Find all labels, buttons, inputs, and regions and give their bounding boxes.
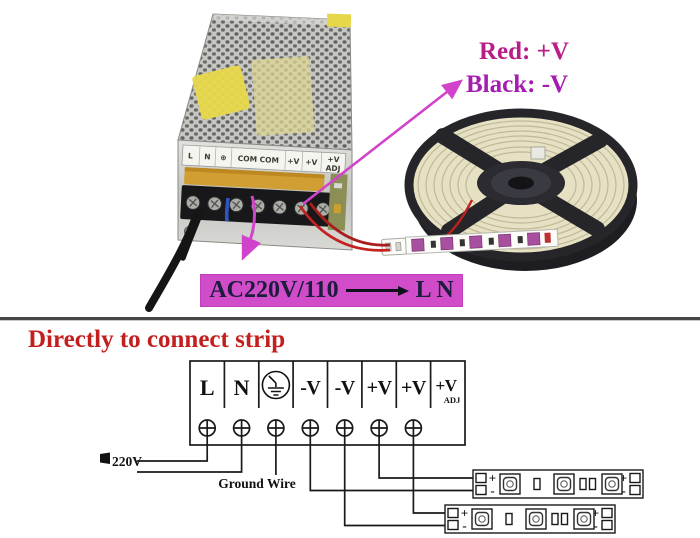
psu-label-com: COM COM: [237, 154, 279, 165]
pcb-component: [333, 182, 343, 189]
screw-terminal-icon: [232, 419, 251, 437]
resistor-icon: [551, 512, 559, 526]
psu-label-n: N: [204, 152, 211, 161]
red-wire-annotation: Red: +V: [479, 38, 569, 65]
smd-led-icon: [499, 473, 521, 495]
terminal-cell-dividers: [223, 361, 432, 408]
led-strip-segment: [381, 228, 559, 256]
psu-label-plus-v-1: +V: [287, 156, 300, 166]
terminal-label-l: L: [200, 375, 215, 400]
psu-inner-label: [251, 56, 315, 136]
earth-ground-icon: [261, 370, 291, 400]
resistor-icon: [560, 512, 569, 526]
strip-leds: [411, 232, 541, 252]
input-220v-label: 220V: [112, 454, 142, 469]
power-supply-unit: L N ⊕ COM COM +V +V +V ADJ: [177, 13, 353, 251]
screw-terminal-icon: [335, 419, 354, 437]
right-arrow-icon: [345, 285, 409, 296]
psu-warranty-sticker: [192, 65, 250, 120]
blue-wire: [224, 197, 230, 222]
psu-label-adj: ADJ: [325, 163, 340, 173]
resistor-icon: [505, 512, 513, 526]
pad-minus-label: -: [462, 518, 466, 533]
terminal-label-plus-v-1: +V: [367, 377, 393, 399]
screw-terminal-icon: [198, 419, 217, 437]
wire-minus-v-strip1: [309, 436, 473, 492]
psu-label-plus-v-2: +V: [305, 157, 318, 167]
red-dc-wire-2: [308, 202, 391, 247]
pad-minus-label: -: [621, 483, 625, 498]
ac-input-label-box: AC220V/110 L N: [200, 274, 463, 307]
section-divider: [0, 317, 700, 321]
pad-minus-label: -: [593, 518, 597, 533]
pad-plus-label: +: [489, 471, 496, 486]
psu-pcb-edge: [327, 173, 348, 231]
connector-pin: [395, 242, 402, 251]
ac-power-cable-2: [180, 209, 204, 261]
screw-terminal-icon: [301, 419, 320, 437]
wire-live: [137, 436, 209, 462]
terminal-label-plus-v-adj: +V: [436, 376, 458, 395]
wire-minus-v-strip2: [343, 436, 445, 527]
psu-terminal-label-strip: L N ⊕ COM COM +V +V +V ADJ: [181, 144, 347, 174]
led-strip-2: + - + -: [444, 504, 616, 534]
ac-input-text: AC220V/110: [209, 277, 339, 303]
ac-power-cable: [145, 210, 201, 312]
pad-plus-label: +: [620, 471, 627, 486]
wire-plus-v-strip2: [412, 436, 445, 514]
wire-neutral: [137, 436, 243, 473]
wiring-diagram: L N -V -V +V +V +V ADJ 220V: [100, 360, 644, 534]
photo-section: L N ⊕ COM COM +V +V +V ADJ: [145, 13, 638, 312]
terminal-label-n: N: [234, 375, 250, 400]
reel-hub-hole: [508, 176, 534, 190]
smd-led-icon: [601, 473, 623, 495]
psu-label-plus-v-adj: +V: [327, 155, 340, 165]
screw-terminal-icon: [267, 419, 285, 437]
psu-label-ground-icon: ⊕: [220, 153, 227, 162]
plug-icon: [100, 452, 110, 464]
ac-terminals-text: L N: [415, 277, 454, 303]
terminal-label-plus-v-2: +V: [401, 377, 427, 399]
terminal-label-adj: ADJ: [444, 395, 461, 405]
strip-resistors: [430, 236, 523, 248]
pad-plus-label: +: [461, 506, 468, 521]
black-wire-annotation: Black: -V: [466, 71, 569, 98]
screw-terminal-icon: [404, 419, 423, 437]
resistor-icon: [579, 477, 587, 491]
strip-component: [544, 232, 551, 243]
smd-led-icon: [573, 508, 595, 530]
psu-label-l: L: [188, 151, 193, 160]
arrow-to-wire-color-labels: [302, 79, 464, 206]
red-dc-wire-1: [298, 205, 391, 252]
pad-minus-label: -: [490, 483, 494, 498]
arrow-to-ac-label: [241, 195, 262, 261]
wire-plus-v-strip1: [378, 436, 473, 479]
strip-connector: [381, 237, 407, 256]
smd-led-icon: [553, 473, 575, 495]
terminal-label-minus-v-1: -V: [300, 377, 321, 399]
smd-led-icon: [525, 508, 547, 530]
terminal-label-minus-v-2: -V: [335, 377, 356, 399]
screw-terminals: [198, 419, 423, 437]
psu-terminal-cover-edge: [184, 167, 325, 179]
smd-led-icon: [471, 508, 493, 530]
reel-clip: [530, 146, 546, 160]
diagram-title: Directly to connect strip: [28, 326, 286, 353]
pcb-component: [333, 203, 342, 214]
resistor-icon: [533, 477, 541, 491]
screw-terminal-icon: [370, 419, 388, 437]
resistor-icon: [588, 477, 597, 491]
pad-plus-label: +: [592, 506, 599, 521]
psu-corner-sticker: [326, 13, 352, 28]
ground-wire-label: Ground Wire: [218, 476, 295, 491]
led-strip-1: + - + -: [472, 469, 644, 499]
psu-top-edge: [213, 14, 350, 26]
